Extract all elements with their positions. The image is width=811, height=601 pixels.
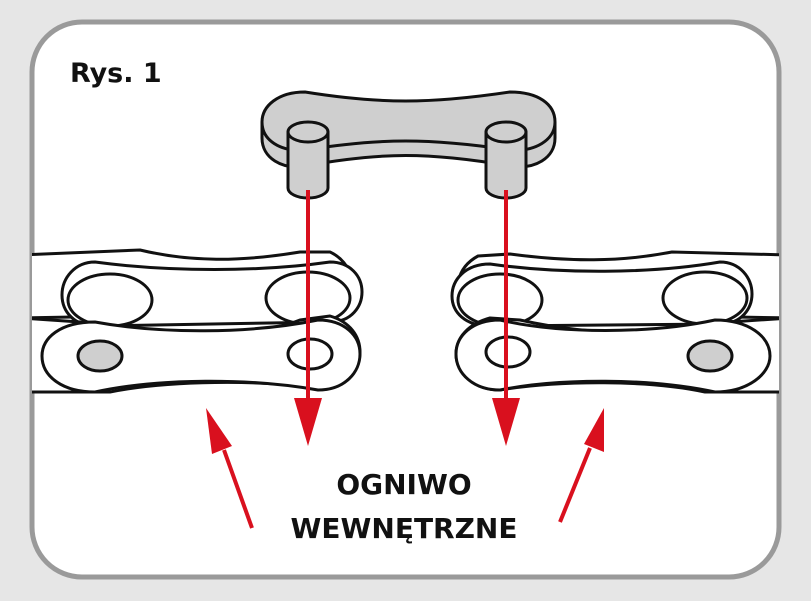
chain-right-icon — [450, 250, 779, 394]
chain-left-icon — [32, 248, 364, 394]
arrow-head-inner-right — [584, 408, 604, 452]
caption-line-2: WEWNĘTRZNE — [291, 512, 518, 545]
front-inner-plate — [40, 318, 362, 394]
chain-connecting-link-icon — [260, 90, 557, 200]
roller-left-1 — [66, 272, 154, 328]
arrow-head-inner-left — [206, 408, 232, 454]
arrow-shaft-inner-left — [222, 449, 254, 529]
arrow-head-pin-right — [492, 398, 520, 446]
caption-line-1: OGNIWO — [336, 468, 471, 501]
pin-right-2 — [686, 339, 734, 373]
link-pin-right-top — [484, 120, 528, 144]
pin-left-1 — [76, 339, 124, 373]
link-pin-left-top — [286, 120, 330, 144]
arrow-shaft-pin-left — [306, 190, 310, 400]
front-inner-plate-right — [454, 318, 772, 394]
figure-label: Rys. 1 — [70, 58, 162, 89]
roller-right-2 — [661, 270, 749, 326]
arrow-head-pin-left — [294, 398, 322, 446]
arrow-shaft-inner-right — [558, 447, 592, 523]
arrow-shaft-pin-right — [504, 190, 508, 400]
